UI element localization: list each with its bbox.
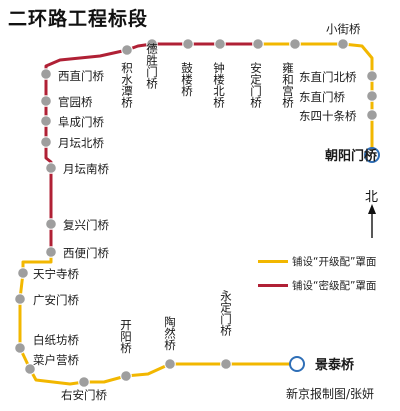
legend-label-dense-graded: 铺设“密级配”罩面 — [292, 280, 377, 292]
station-marker — [146, 38, 158, 50]
station-marker — [17, 267, 29, 279]
station-fuchengmen: 阜成门桥 — [40, 115, 104, 129]
station-marker — [24, 363, 36, 375]
station-marker — [214, 38, 226, 50]
station-label-youanmen: 右安门桥 — [61, 388, 107, 402]
station-andingmen: 安定门桥 — [249, 38, 264, 109]
station-label-xibianmen: 西便门桥 — [63, 246, 109, 260]
station-guanyuan: 官园桥 — [40, 95, 93, 109]
station-youanmen: 右安门桥 — [61, 376, 107, 402]
station-label-gulou: 鼓楼桥 — [180, 61, 194, 97]
station-baizhifang: 白纸坊桥 — [14, 333, 79, 354]
north-arrow — [368, 204, 376, 238]
station-label-caihuying: 菜户营桥 — [33, 353, 79, 367]
station-marker — [252, 38, 264, 50]
station-tianningsi: 天宁寺桥 — [17, 267, 79, 281]
north-label: 北 — [365, 190, 379, 205]
station-label-yuetannan: 月坛南桥 — [63, 162, 109, 176]
legend-label-open-graded: 铺设“开级配”罩面 — [292, 256, 377, 268]
station-marker — [40, 136, 52, 148]
station-gulou: 鼓楼桥 — [180, 38, 194, 97]
station-label-yonghegong: 雍和宫桥 — [281, 61, 295, 109]
station-marker — [40, 95, 52, 107]
station-xizhimen: 西直门桥 — [40, 68, 104, 83]
station-label-yongdingmen: 永定门桥 — [219, 289, 233, 337]
station-marker — [366, 109, 378, 121]
station-marker — [45, 218, 57, 230]
station-yonghegong: 雍和宫桥 — [281, 38, 301, 109]
terminal-marker — [289, 356, 305, 372]
station-label-dongzhimenbei: 东直门北桥 — [299, 70, 357, 84]
station-label-guanyuan: 官园桥 — [58, 95, 93, 109]
station-caihuying: 菜户营桥 — [24, 353, 79, 375]
station-dongzhimenbei: 东直门北桥 — [299, 70, 378, 84]
station-chaoyangmen: 朝阳门桥 — [325, 147, 380, 164]
station-marker — [45, 246, 57, 258]
station-deshengmen: 德胜门桥 — [145, 38, 159, 90]
station-marker — [337, 38, 349, 50]
station-label-fuxingmen: 复兴门桥 — [63, 218, 109, 232]
station-guanganmen: 广安门桥 — [14, 293, 79, 307]
terminal-marker — [364, 147, 380, 163]
station-xibianmen: 西便门桥 — [45, 246, 109, 260]
station-marker — [289, 38, 301, 50]
station-marker — [78, 376, 90, 388]
station-label-jishuitan: 积水潭桥 — [120, 62, 134, 109]
station-label-xizhimen: 西直门桥 — [58, 69, 104, 83]
station-label-dongsishitiao: 东四十条桥 — [299, 109, 357, 123]
station-label-baizhifang: 白纸坊桥 — [33, 333, 79, 347]
station-label-guanganmen: 广安门桥 — [33, 293, 79, 307]
station-label-xiaojie: 小街桥 — [326, 22, 361, 36]
legend-swatch-gold — [258, 260, 288, 263]
station-jishuitan: 积水潭桥 — [120, 44, 134, 109]
station-label-taoranting: 陶然桥 — [163, 315, 177, 351]
station-fuxingmen: 复兴门桥 — [45, 218, 109, 232]
station-marker — [40, 68, 52, 80]
station-marker — [366, 70, 378, 82]
station-zhonglou: 钟楼北桥 — [212, 38, 226, 109]
station-marker — [121, 44, 133, 56]
station-marker — [14, 342, 26, 354]
station-kaiyang: 开阳桥 — [119, 319, 133, 382]
station-taoranting: 陶然桥 — [163, 315, 177, 370]
north-arrow-head — [368, 204, 376, 214]
station-marker — [45, 162, 57, 174]
station-label-tianningsi: 天宁寺桥 — [33, 267, 79, 281]
station-label-kaiyang: 开阳桥 — [119, 319, 133, 354]
station-marker — [120, 370, 132, 382]
station-label-fuchengmen: 阜成门桥 — [58, 115, 104, 129]
station-marker — [14, 293, 26, 305]
station-marker — [164, 358, 176, 370]
station-label-zhonglou: 钟楼北桥 — [212, 61, 226, 109]
station-label-yuetanbei: 月坛北桥 — [58, 136, 104, 150]
station-dongsishitiao: 东四十条桥 — [299, 109, 378, 123]
station-label-dongzhimen: 东直门桥 — [299, 90, 345, 104]
station-jingtai: 景泰桥 — [289, 356, 355, 373]
station-yongdingmen: 永定门桥 — [219, 289, 233, 370]
station-marker — [220, 358, 232, 370]
station-xiaojie: 小街桥 — [326, 22, 361, 50]
route-segment-1 — [256, 42, 374, 157]
station-label-chaoyangmen: 朝阳门桥 — [325, 148, 378, 164]
map-title: 二环路工程标段 — [8, 8, 149, 30]
map-credit: 新京报制图/张妍 — [286, 387, 375, 401]
station-marker — [182, 38, 194, 50]
station-yuetanbei: 月坛北桥 — [40, 136, 104, 150]
station-label-deshengmen: 德胜门桥 — [145, 42, 159, 90]
station-label-andingmen: 安定门桥 — [249, 61, 263, 109]
legend-swatch-red — [258, 284, 288, 287]
station-marker — [366, 90, 378, 102]
station-yuetannan: 月坛南桥 — [45, 162, 109, 176]
station-label-jingtai: 景泰桥 — [315, 357, 355, 373]
station-dongzhimen: 东直门桥 — [299, 90, 378, 104]
station-marker — [40, 115, 52, 127]
